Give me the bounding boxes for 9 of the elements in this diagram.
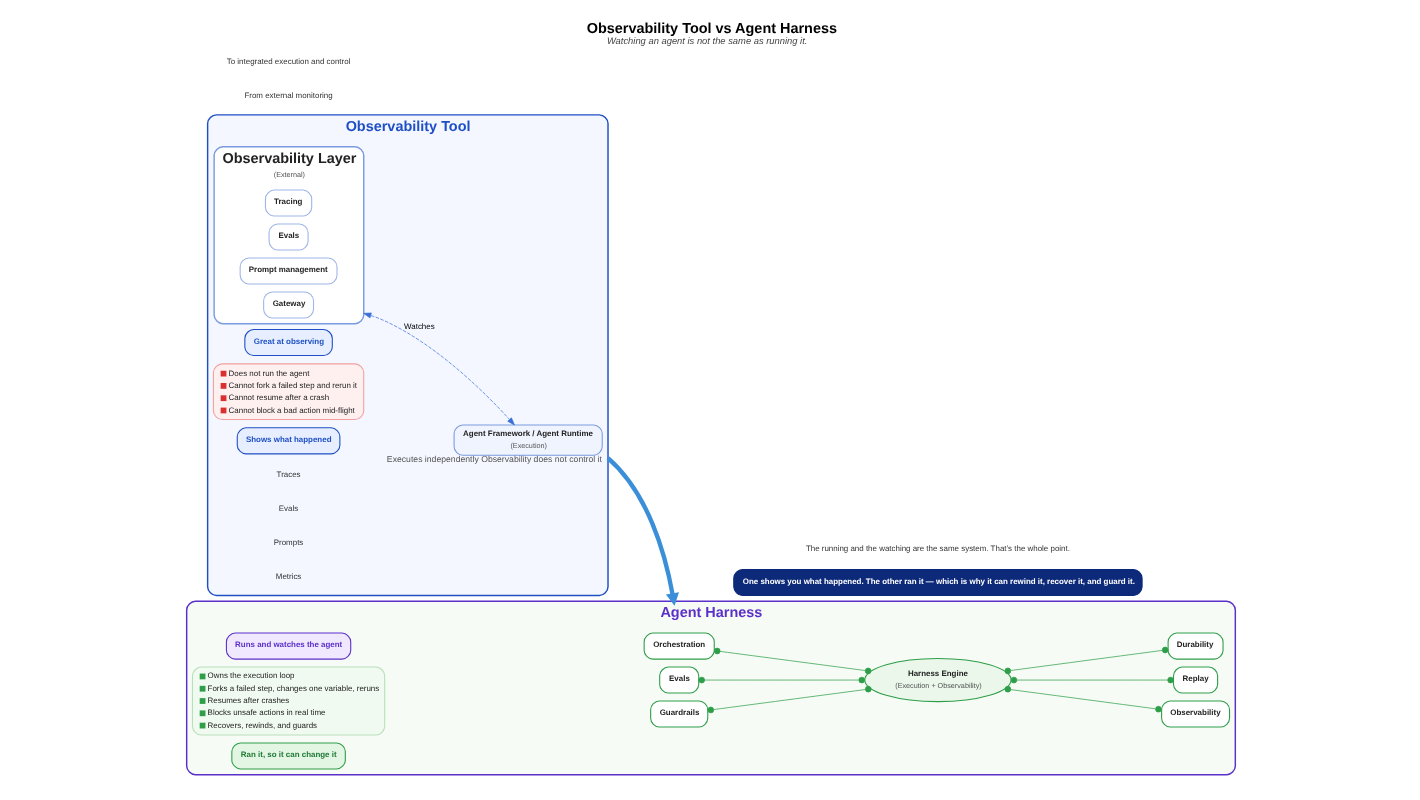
connector — [706, 685, 871, 714]
arrow — [362, 312, 514, 426]
diagram-title: Observability Tool vs Agent Harness — [585, 19, 837, 38]
arrow — [605, 456, 678, 606]
connector — [1003, 646, 1168, 675]
connector — [1003, 685, 1161, 713]
connector — [697, 676, 864, 684]
connector — [712, 647, 871, 675]
connector — [1009, 676, 1173, 684]
